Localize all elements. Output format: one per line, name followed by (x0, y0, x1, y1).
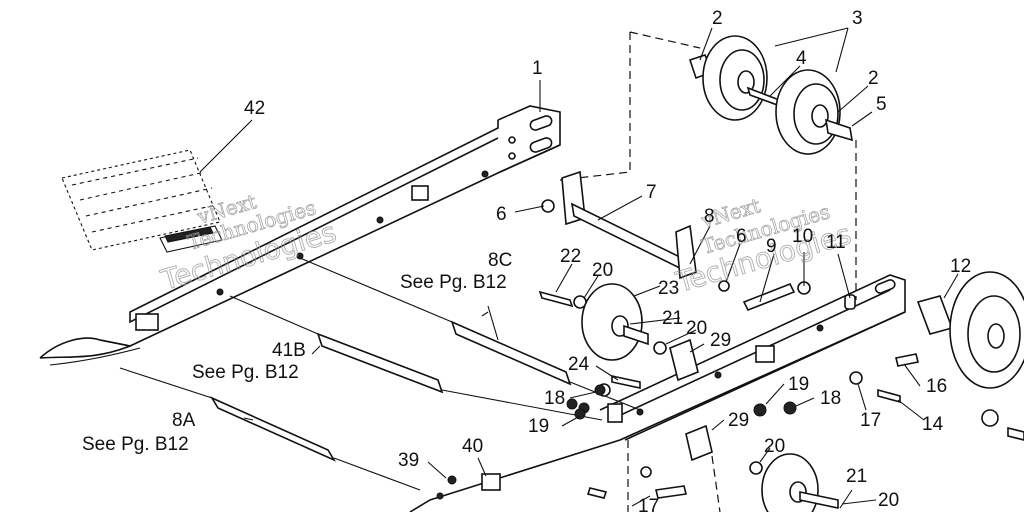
label-23: 23 (658, 278, 679, 299)
ref-41b: See Pg. B12 (192, 362, 299, 383)
ref-8c: See Pg. B12 (400, 272, 507, 293)
pivot-shaft (541, 170, 811, 312)
middle-wheel (538, 283, 699, 414)
label-17-right: 17 (860, 410, 881, 431)
label-2-right: 2 (868, 68, 879, 89)
label-40: 40 (462, 436, 483, 457)
label-17-bottom: 17 (638, 496, 659, 512)
label-6-mid: 6 (736, 226, 747, 247)
upper-rail (39, 105, 561, 366)
label-22: 22 (560, 246, 581, 267)
label-2-top: 2 (712, 8, 723, 29)
track-belt (61, 149, 223, 253)
label-21-b: 21 (846, 466, 867, 487)
lower-wheel (447, 384, 839, 512)
label-20-a: 20 (592, 260, 613, 281)
label-21-a: 21 (662, 308, 683, 329)
label-29-b: 29 (728, 410, 749, 431)
label-19-left: 19 (528, 416, 549, 437)
part-labels: 1 2 2 3 4 5 6 6 7 8 9 10 11 12 14 16 17 … (82, 8, 971, 512)
label-8c: 8C (488, 250, 512, 271)
label-20-d: 20 (878, 490, 899, 511)
label-4: 4 (796, 48, 807, 69)
label-20-c: 20 (764, 436, 785, 457)
label-18-left: 18 (544, 388, 565, 409)
label-11: 11 (826, 232, 846, 253)
right-idler-wheel (849, 271, 1024, 441)
label-8a: 8A (172, 410, 196, 431)
label-12: 12 (950, 256, 971, 277)
label-1: 1 (532, 58, 543, 79)
label-42: 42 (244, 98, 265, 119)
label-5: 5 (876, 94, 887, 115)
top-axle-wheels (559, 31, 857, 300)
label-10: 10 (792, 226, 813, 247)
label-24: 24 (568, 354, 590, 375)
label-6-left: 6 (496, 204, 507, 225)
ref-8a: See Pg. B12 (82, 434, 189, 455)
label-29-a: 29 (710, 330, 731, 351)
label-41b: 41B (272, 340, 306, 361)
label-39: 39 (398, 450, 419, 471)
label-16: 16 (926, 376, 947, 397)
label-18-right: 18 (820, 388, 841, 409)
label-9: 9 (766, 236, 777, 257)
label-20-b: 20 (686, 318, 707, 339)
label-8: 8 (704, 206, 715, 227)
lower-rail (409, 274, 906, 512)
cross-shafts (119, 257, 641, 491)
label-7: 7 (646, 182, 657, 203)
label-14: 14 (922, 414, 944, 435)
label-19-right: 19 (788, 374, 809, 395)
label-3: 3 (852, 8, 863, 29)
leader-lines (199, 27, 959, 509)
